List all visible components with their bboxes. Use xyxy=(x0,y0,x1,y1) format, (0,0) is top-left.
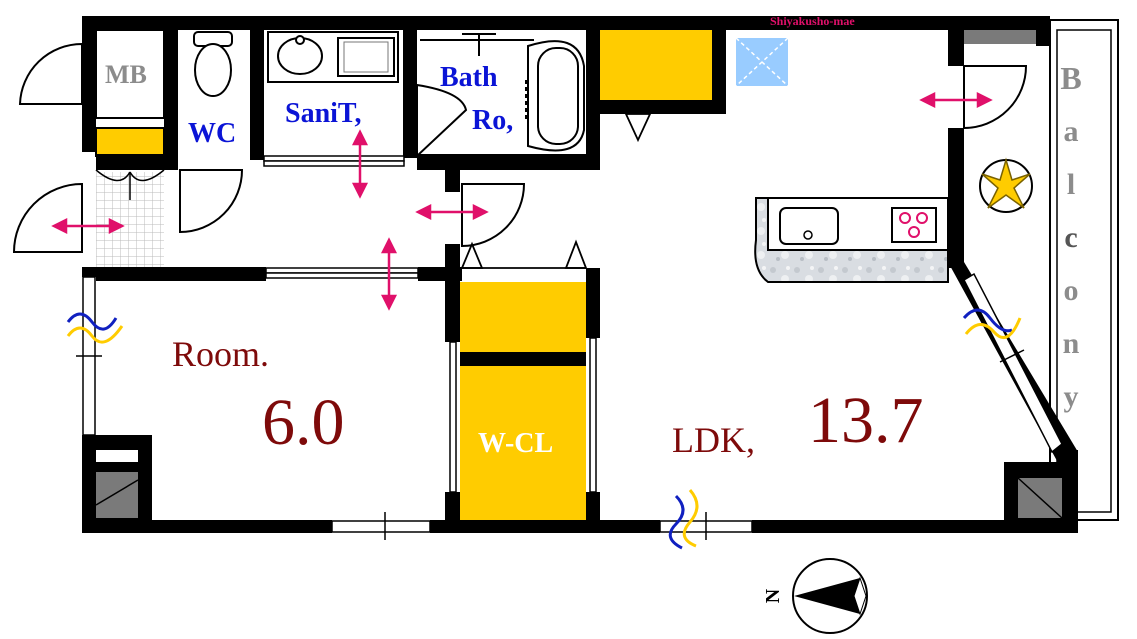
wcl-upper-shelf xyxy=(460,282,586,352)
ldk-name-label: LDK, xyxy=(672,420,755,460)
toilet-icon xyxy=(193,31,233,97)
meter-box xyxy=(95,29,165,119)
skylight-icon xyxy=(735,37,789,87)
kitchen-counter xyxy=(754,197,949,283)
stove-icon xyxy=(891,207,937,243)
bathtub-icon xyxy=(525,40,585,152)
closet-markers xyxy=(460,113,652,269)
bath-label-line2: Ro, xyxy=(472,105,514,136)
sink-icon xyxy=(779,207,839,245)
shower-icon xyxy=(420,33,534,56)
wcl-label: W-CL xyxy=(478,428,554,459)
balcony-letter: a xyxy=(1063,115,1079,148)
room-size-label: 6.0 xyxy=(262,386,345,459)
vent-symbol-icon xyxy=(66,308,1022,550)
washbasin-icon xyxy=(267,31,399,83)
ldk-size-label: 13.7 xyxy=(808,384,924,457)
sliding-door-icon xyxy=(263,155,597,493)
balcony-letter: B xyxy=(1060,60,1082,96)
station-label: Shiyakusho-mae xyxy=(770,14,855,28)
sanitary-label: SaniT, xyxy=(285,98,362,129)
balcony-letter: o xyxy=(1063,274,1079,307)
balcony-letter: c xyxy=(1064,221,1078,254)
compass-icon xyxy=(792,558,868,634)
bath-label-line1: Bath xyxy=(440,62,498,93)
storage-areas xyxy=(95,30,712,520)
door-swing-icon xyxy=(12,42,1028,253)
mb-label: MB xyxy=(105,60,147,89)
ldk-storage xyxy=(600,30,712,100)
balcony-label: B a l c o n y xyxy=(1056,52,1086,423)
wc-label: WC xyxy=(188,118,237,149)
fan-icon xyxy=(979,157,1033,213)
balcony-letter: n xyxy=(1062,327,1080,360)
double-arrow-icon xyxy=(51,91,993,311)
balcony-letter: y xyxy=(1063,380,1079,413)
compass-north-label: N xyxy=(762,588,785,604)
shoe-cabinet xyxy=(95,127,165,157)
room-name-label: Room. xyxy=(172,334,270,374)
balcony-letter: l xyxy=(1066,168,1076,201)
bath-door xyxy=(416,83,468,159)
aircon-unit-icon xyxy=(95,450,1063,519)
wcl-lower xyxy=(460,366,586,520)
